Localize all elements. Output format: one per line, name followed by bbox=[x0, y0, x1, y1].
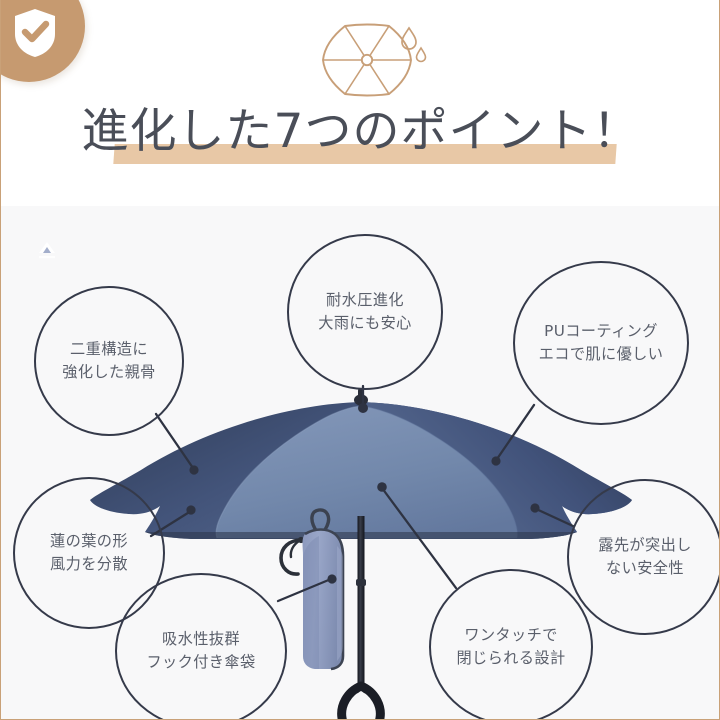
callout-line-1: ワンタッチで bbox=[464, 626, 558, 644]
callout-line-1: 耐水圧進化 bbox=[326, 291, 404, 309]
hexagon-umbrella-icon bbox=[322, 23, 412, 97]
callout-line-1: 蓮の葉の形 bbox=[50, 532, 128, 550]
callout-line-1: 露先が突出し bbox=[598, 536, 692, 554]
callout-lotus-leaf-shape[interactable]: 蓮の葉の形 風力を分散 bbox=[13, 477, 165, 629]
callout-line-2: 閉じられる設計 bbox=[456, 649, 566, 667]
callout-one-touch-close[interactable]: ワンタッチで 閉じられる設計 bbox=[429, 569, 593, 719]
umbrella-illustration bbox=[90, 388, 632, 719]
title-block: 進化した7つのポイント！ bbox=[1, 100, 719, 172]
callout-line-2: ない安全性 bbox=[606, 559, 684, 577]
product-scene: 二重構造に 強化した親骨 耐水圧進化 大雨にも安心 PUコーティング エコで肌に… bbox=[1, 206, 719, 719]
callout-double-structure-rib[interactable]: 二重構造に 強化した親骨 bbox=[34, 286, 184, 436]
page-title: 進化した7つのポイント！ bbox=[81, 104, 641, 159]
brand-badge bbox=[1, 0, 85, 82]
raindrop-icon bbox=[401, 26, 427, 63]
callout-no-protruding-tips[interactable]: 露先が突出し ない安全性 bbox=[567, 479, 719, 635]
mountain-logo-mark bbox=[39, 242, 55, 259]
callout-line-2: フック付き傘袋 bbox=[146, 653, 256, 671]
illustration-section: 二重構造に 強化した親骨 耐水圧進化 大雨にも安心 PUコーティング エコで肌に… bbox=[1, 206, 719, 719]
callout-line-2: 風力を分散 bbox=[50, 555, 128, 573]
callout-line-1: 二重構造に bbox=[70, 340, 148, 358]
shield-check-icon bbox=[15, 9, 55, 57]
callout-line-2: 大雨にも安心 bbox=[318, 314, 412, 332]
callout-line-2: 強化した親骨 bbox=[62, 363, 156, 381]
callout-absorbent-hook-pouch[interactable]: 吸水性抜群 フック付き傘袋 bbox=[115, 573, 287, 719]
callout-line-1: 吸水性抜群 bbox=[162, 630, 240, 648]
callout-line-2: エコで肌に優しい bbox=[538, 345, 664, 363]
callout-line-1: PUコーティング bbox=[544, 322, 658, 340]
callout-pu-coating[interactable]: PUコーティング エコで肌に優しい bbox=[513, 261, 689, 425]
umbrella-pouch-illustration bbox=[279, 508, 345, 671]
header-section: 進化した7つのポイント！ bbox=[1, 0, 719, 206]
callout-water-pressure[interactable]: 耐水圧進化 大雨にも安心 bbox=[287, 234, 443, 390]
